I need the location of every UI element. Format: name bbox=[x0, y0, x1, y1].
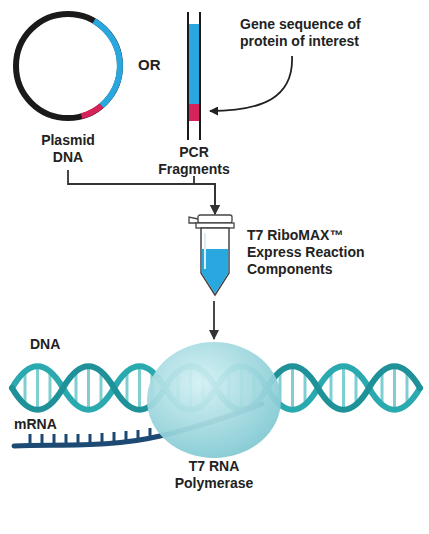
gene-segment bbox=[189, 24, 199, 104]
flow-arrow bbox=[194, 176, 215, 214]
tube-highlight bbox=[204, 233, 206, 269]
node-label: Plasmid DNA bbox=[28, 132, 108, 166]
gene-segment bbox=[94, 21, 120, 106]
tube-shape bbox=[195, 215, 235, 297]
polymerase-node: T7 RNA Polymerase bbox=[147, 340, 281, 492]
flow-arrow bbox=[68, 170, 215, 214]
dna-label: DNA bbox=[30, 336, 74, 353]
plasmid-ring bbox=[16, 14, 120, 118]
callout-text: Gene sequence of protein of interest bbox=[240, 16, 375, 50]
polymerase-blob bbox=[147, 342, 281, 458]
connector-word: OR bbox=[138, 56, 172, 73]
mrna-label: mRNA bbox=[14, 416, 70, 433]
node-label: T7 RNA Polymerase bbox=[164, 458, 264, 492]
callout-arrow bbox=[210, 56, 292, 111]
tube-body bbox=[201, 228, 229, 295]
tube-cap bbox=[198, 215, 232, 223]
tag-segment bbox=[189, 104, 199, 121]
node-label: T7 RiboMAX™ Express Reaction Components bbox=[247, 227, 382, 278]
tube-hinge bbox=[189, 217, 198, 223]
node-label: PCR Fragments bbox=[154, 144, 234, 178]
pcr-strands bbox=[188, 12, 200, 140]
pcr-fragment-node: PCR Fragments bbox=[170, 8, 218, 176]
reaction-tube-node: T7 RiboMAX™ Express Reaction Components bbox=[195, 215, 235, 297]
flow-arrow bbox=[213, 301, 215, 339]
tag-segment bbox=[82, 106, 102, 116]
plasmid-node: Plasmid DNA bbox=[10, 8, 126, 170]
